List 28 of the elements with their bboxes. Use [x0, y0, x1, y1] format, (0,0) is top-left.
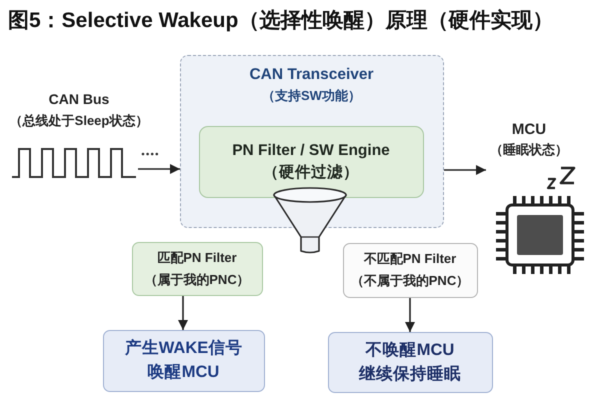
transceiver-panel: [180, 55, 444, 228]
action-box: [328, 332, 493, 393]
label-text: PN Filter / SW Engine: [231, 142, 391, 160]
arrow: [405, 298, 415, 332]
square-wave: [10, 145, 138, 181]
condition-box: [343, 243, 478, 298]
label-text: 不唤醒MCU: [364, 341, 456, 360]
subtitle-text: （支持SW功能）: [261, 89, 362, 104]
heading-text: CAN Transceiver: [248, 66, 375, 84]
condition-box: [132, 242, 263, 296]
label-text: 产生WAKE信号: [124, 339, 244, 358]
label-text: 唤醒MCU: [146, 363, 220, 382]
label-text: （硬件过滤）: [262, 164, 360, 182]
label-text: 不匹配PN Filter: [362, 252, 458, 267]
label-text: 继续保持睡眠: [358, 365, 462, 384]
title-text: 图5：Selective Wakeup（选择性唤醒）原理（硬件实现）: [8, 8, 554, 34]
arrow: [178, 296, 188, 330]
action-box: [103, 330, 265, 392]
label-text: （属于我的PNC）: [143, 273, 251, 288]
caption-text: CAN Bus: [48, 91, 110, 108]
arrow: [444, 165, 486, 175]
filter-box: [199, 126, 424, 198]
label-text: （不属于我的PNC）: [350, 274, 470, 289]
caption-text: （总线处于Sleep状态）: [8, 114, 150, 129]
subtitle-text: （睡眠状态）: [489, 143, 569, 158]
arrow: [138, 164, 180, 174]
label-text: 匹配PN Filter: [156, 251, 238, 266]
label-text: MCU: [510, 121, 548, 138]
